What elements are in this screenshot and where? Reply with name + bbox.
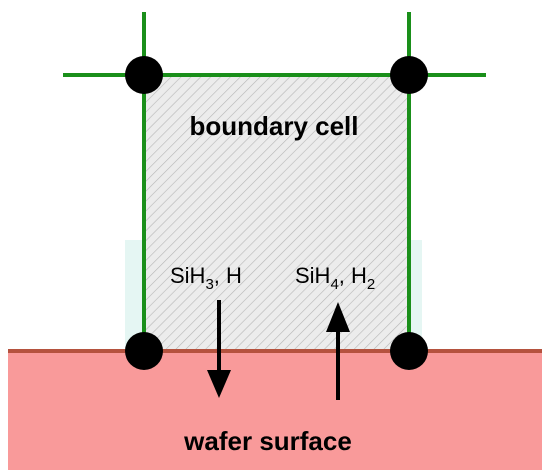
wafer-surface-label: wafer surface — [183, 426, 352, 456]
boundary-cell — [144, 75, 409, 351]
grid-node-bottom-left — [125, 332, 163, 370]
grid-node-bottom-right — [390, 332, 428, 370]
wafer-surface — [8, 351, 542, 470]
outgoing-species-label: SiH4, H2 — [295, 263, 375, 293]
arrow-up-icon — [326, 302, 350, 400]
arrow-down-icon — [207, 300, 231, 398]
grid-node-top-right — [390, 56, 428, 94]
incoming-species-label: SiH3, H — [170, 263, 242, 293]
cell-label: boundary cell — [189, 111, 358, 141]
grid-nodes — [125, 56, 428, 370]
cell-edge-tint-left — [125, 240, 145, 350]
grid-node-top-left — [125, 56, 163, 94]
